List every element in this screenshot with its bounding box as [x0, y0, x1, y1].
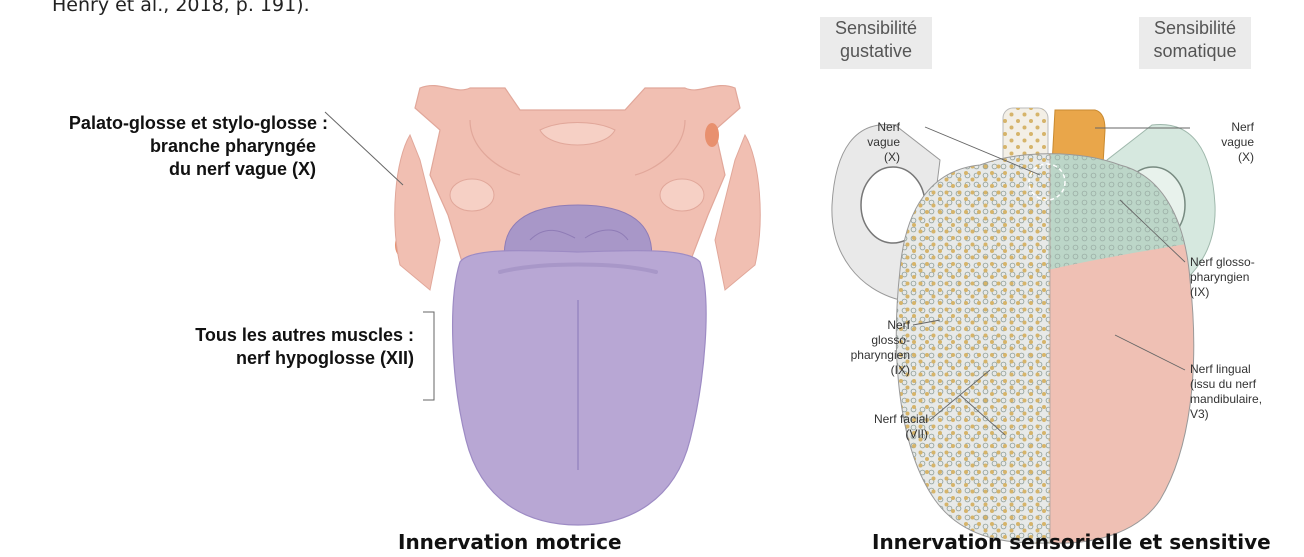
label-palato-line2: branche pharyngée [2, 135, 316, 158]
label-autres-line2: nerf hypoglosse (XII) [60, 347, 414, 370]
glosso-left-line1: Nerf [830, 318, 910, 333]
vague-right-line3: (X) [1194, 150, 1254, 165]
glosso-left-line3: pharyngien [830, 348, 910, 363]
label-nerf-lingual: Nerf lingual (issu du nerf mandibulaire,… [1190, 362, 1290, 422]
header-somatique-line2: somatique [1139, 40, 1251, 63]
vague-left-line3: (X) [840, 150, 900, 165]
glosso-left-line4: (IX) [830, 363, 910, 378]
label-nerf-vague-right: Nerf vague (X) [1194, 120, 1254, 165]
label-nerf-facial: Nerf facial (VII) [848, 412, 928, 442]
lingual-line4: V3) [1190, 407, 1290, 422]
vague-left-line1: Nerf [840, 120, 900, 135]
glosso-right-line3: (IX) [1190, 285, 1280, 300]
label-autres-line1: Tous les autres muscles : [60, 324, 414, 347]
glosso-right-line2: pharyngien [1190, 270, 1280, 285]
vague-left-line2: vague [840, 135, 900, 150]
label-palato-line3: du nerf vague (X) [2, 158, 316, 181]
header-gustative-line2: gustative [820, 40, 932, 63]
label-palato-stylo-glosse: Palato-glosse et stylo-glosse : branche … [2, 112, 328, 181]
glosso-left-line2: glosso- [830, 333, 910, 348]
lingual-line1: Nerf lingual [1190, 362, 1290, 377]
vague-right-line1: Nerf [1194, 120, 1254, 135]
label-nerf-vague-left: Nerf vague (X) [840, 120, 900, 165]
header-somatique-line1: Sensibilité [1139, 17, 1251, 40]
label-palato-line1: Palato-glosse et stylo-glosse : [2, 112, 328, 135]
vague-right-line2: vague [1194, 135, 1254, 150]
caption-motor: Innervation motrice [398, 530, 622, 554]
label-nerf-glosso-pharyngien-right: Nerf glosso- pharyngien (IX) [1190, 255, 1280, 300]
facial-line2: (VII) [848, 427, 928, 442]
lingual-line2: (issu du nerf [1190, 377, 1290, 392]
facial-line1: Nerf facial [848, 412, 928, 427]
header-sensibilite-gustative: Sensibilité gustative [820, 17, 932, 69]
lingual-line3: mandibulaire, [1190, 392, 1290, 407]
tongue-motor [453, 205, 706, 525]
label-nerf-glosso-pharyngien-left: Nerf glosso- pharyngien (IX) [830, 318, 910, 378]
header-sensibilite-somatique: Sensibilité somatique [1139, 17, 1251, 69]
header-gustative-line1: Sensibilité [820, 17, 932, 40]
label-autres-muscles: Tous les autres muscles : nerf hypogloss… [60, 324, 414, 370]
glosso-right-line1: Nerf glosso- [1190, 255, 1280, 270]
caption-sensory: Innervation sensorielle et sensitive [872, 530, 1271, 554]
